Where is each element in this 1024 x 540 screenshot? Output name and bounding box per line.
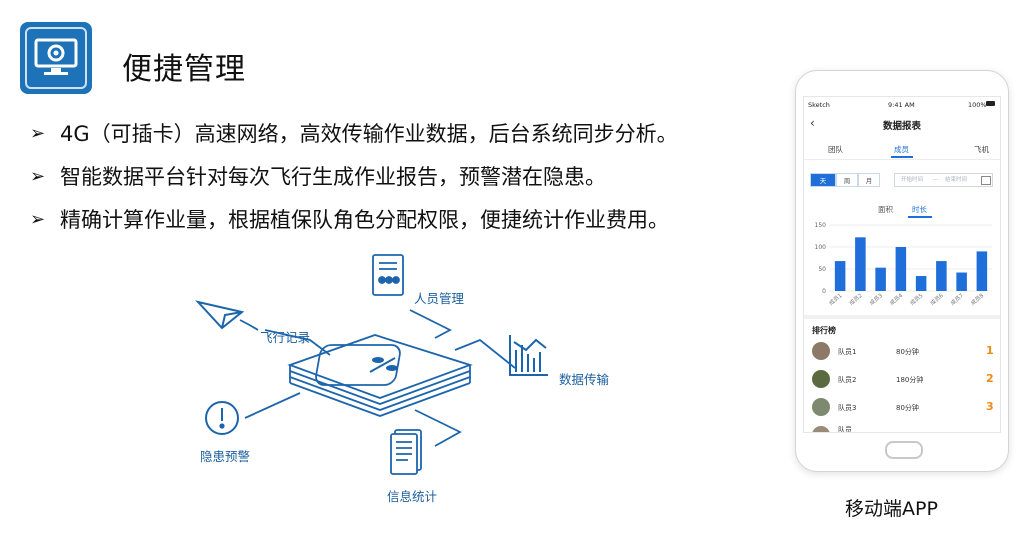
status-bar: Sketch 9:41 AM 100%: [804, 97, 1000, 111]
period-day[interactable]: 天: [810, 173, 836, 187]
label-data-transfer: 数据传输: [559, 372, 610, 387]
date-separator: —: [933, 177, 939, 183]
tab-bar: 团队 成员 飞机: [804, 137, 1000, 160]
ranking-row[interactable]: 队员1 80分钟 1: [804, 338, 1000, 366]
monitor-icon: [34, 38, 78, 75]
app-logo: [20, 22, 92, 94]
chart-bar[interactable]: [895, 247, 907, 291]
nav-bar: ‹ 数据报表: [804, 113, 1000, 135]
page-title: 便捷管理: [122, 52, 246, 87]
x-tick-label: 成员3: [868, 291, 885, 307]
period-month[interactable]: 月: [858, 173, 880, 187]
paper-plane-icon: [195, 300, 245, 330]
x-tick-label: 成员4: [888, 291, 905, 307]
y-tick-label: 50: [818, 266, 826, 273]
battery-level: 100%: [968, 101, 987, 109]
document-icon: [390, 429, 422, 475]
tab-underline: [891, 156, 913, 158]
management-diagram: [195, 254, 548, 475]
y-tick-label: 0: [822, 288, 826, 295]
nav-title: 数据报表: [882, 121, 921, 132]
label-flight-record: 飞行记录: [260, 330, 311, 345]
metric-tabs: 面积 时长: [804, 201, 1000, 218]
x-tick-label: 成员2: [847, 291, 863, 306]
chart-bar[interactable]: [936, 261, 947, 291]
status-time: 9:41 AM: [888, 101, 915, 109]
bar-growth-icon: [509, 335, 548, 376]
subtab-duration[interactable]: 时长: [912, 205, 927, 214]
avatar: [812, 342, 830, 360]
list-item: ➢4G（可插卡）高速网络，高效传输作业数据，后台系统同步分析。: [30, 118, 770, 161]
ranking-row[interactable]: 队员3 80分钟 3: [804, 394, 1000, 422]
subtab-area[interactable]: 面积: [878, 205, 893, 214]
avatar: [812, 398, 830, 416]
chart-bar[interactable]: [915, 276, 927, 291]
list-item: ➢精确计算作业量，根据植保队角色分配权限，便捷统计作业费用。: [30, 204, 770, 247]
home-button[interactable]: [885, 441, 923, 459]
chart-bar[interactable]: [855, 237, 866, 291]
x-tick-label: 成员7: [949, 291, 966, 307]
chart-bar[interactable]: [875, 267, 886, 291]
carrier-label: Sketch: [808, 101, 830, 109]
section-divider: [804, 315, 1000, 319]
label-hazard-warning: 隐患预警: [200, 449, 251, 464]
avatar: [812, 426, 830, 432]
caption: 移动端APP: [845, 498, 938, 520]
date-end[interactable]: 结束时间: [945, 177, 968, 183]
chart-bar[interactable]: [956, 272, 967, 291]
avatar: [812, 370, 830, 388]
ranking-row-partial[interactable]: 队员: [804, 422, 1000, 432]
tab-aircraft[interactable]: 飞机: [974, 145, 989, 154]
phone-screen: Sketch 9:41 AM 100% ‹ 数据报表 团队 成员 飞机 天 周 …: [803, 96, 1001, 433]
x-tick-label: 成员1: [827, 291, 843, 306]
x-tick-label: 成员8: [969, 291, 986, 307]
y-tick-label: 150: [815, 222, 827, 229]
arrow-icon: ➢: [30, 209, 46, 230]
tab-team[interactable]: 团队: [828, 145, 843, 154]
label-personnel: 人员管理: [414, 291, 465, 306]
x-tick-label: 成员6: [928, 291, 945, 307]
chart-bar[interactable]: [834, 261, 846, 291]
subtab-underline: [908, 216, 932, 218]
feature-list: ➢4G（可插卡）高速网络，高效传输作业数据，后台系统同步分析。 ➢智能数据平台针…: [30, 118, 770, 247]
date-range-field[interactable]: 开始时间 — 结束时间: [894, 173, 993, 187]
y-tick-label: 100: [815, 244, 827, 251]
chart-bar[interactable]: [976, 251, 988, 291]
arrow-icon: ➢: [30, 123, 46, 144]
list-item: ➢智能数据平台针对每次飞行生成作业报告，预警潜在隐患。: [30, 161, 770, 204]
calendar-icon[interactable]: [981, 176, 991, 185]
ranking-title: 排行榜: [812, 326, 836, 335]
back-icon[interactable]: ‹: [810, 116, 815, 130]
arrow-icon: ➢: [30, 166, 46, 187]
id-card-icon: [372, 254, 404, 296]
battery-icon: [986, 101, 995, 106]
plant-icon: [369, 357, 398, 373]
label-info-stats: 信息统计: [387, 489, 438, 504]
alert-icon: [205, 401, 239, 435]
ranking-row[interactable]: 队员2 180分钟 2: [804, 366, 1000, 394]
period-week[interactable]: 周: [836, 173, 858, 187]
tab-members[interactable]: 成员: [894, 145, 909, 154]
date-start[interactable]: 开始时间: [901, 177, 924, 183]
x-tick-label: 成员5: [908, 291, 925, 307]
